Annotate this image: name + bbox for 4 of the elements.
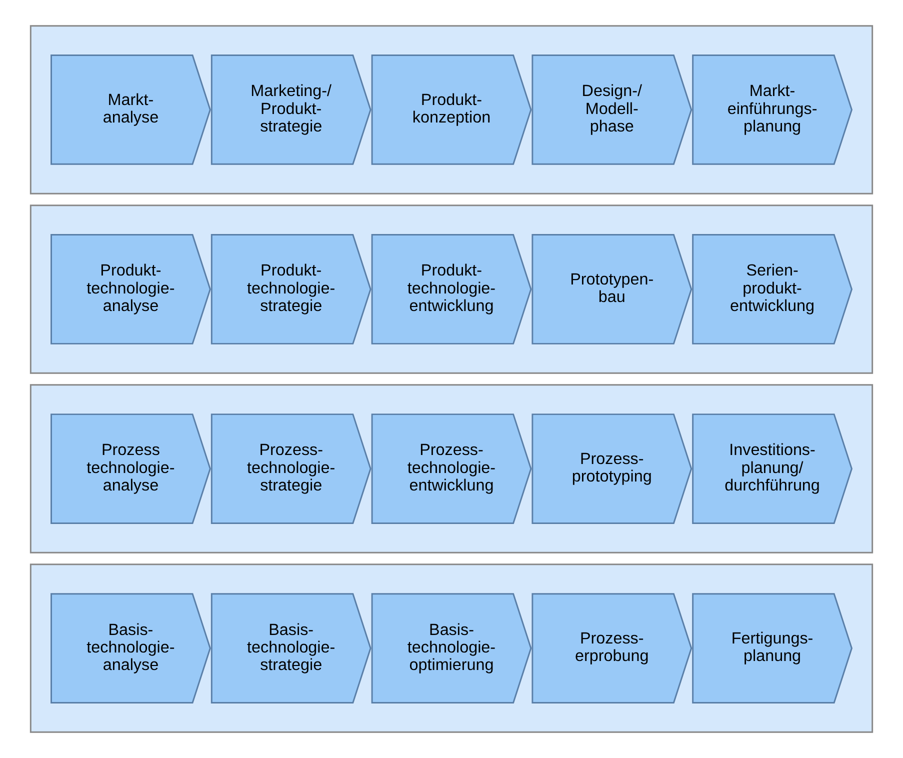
cluster xyxy=(30,564,874,733)
cluster xyxy=(30,204,874,374)
cluster xyxy=(30,384,874,554)
cluster xyxy=(30,25,874,194)
